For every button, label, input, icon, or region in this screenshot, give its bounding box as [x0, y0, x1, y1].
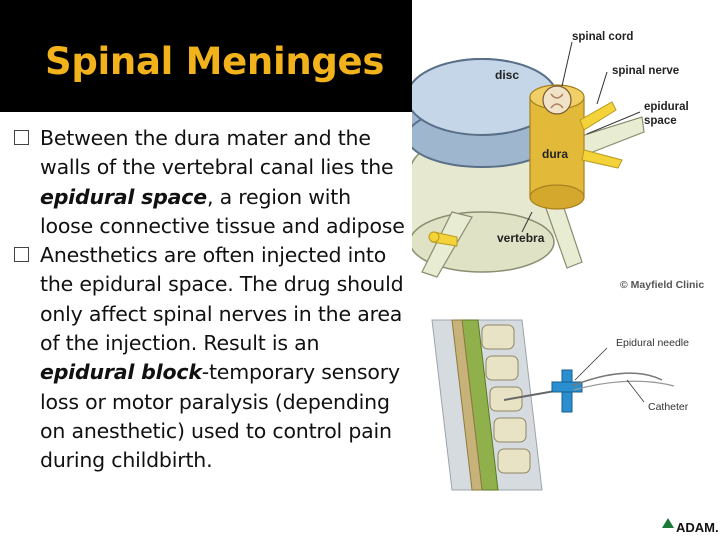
bullet-box-icon	[14, 130, 29, 145]
bullet-emphasis: epidural block	[40, 360, 202, 385]
catheter-line	[571, 372, 663, 387]
label-dura: dura	[542, 147, 568, 161]
label-credit-adam: ADAM.	[676, 520, 719, 535]
bullet-text: -temporary sensory loss or motor paralys…	[40, 360, 400, 473]
label-epidural-space: epidural space	[644, 101, 692, 127]
bullet-text: Anesthetics are often injected into the …	[40, 243, 404, 356]
title-bar	[0, 0, 412, 112]
bullet-item: Anesthetics are often injected into the …	[14, 241, 406, 475]
bullet-box-icon	[14, 247, 29, 263]
spinal-cord-shape	[542, 85, 572, 115]
label-spinal-cord: spinal cord	[572, 31, 633, 43]
label-disc: disc	[495, 68, 519, 82]
epidural-needle-diagram: Epidural needle Catheter ADAM.	[412, 300, 720, 540]
bullet-text: , a region with loose connective tissue …	[40, 184, 405, 238]
bullet-emphasis: epidural space	[40, 184, 207, 209]
slide-title: Spinal Meninges	[45, 40, 385, 83]
vertebra-diagram: spinal cord disc spinal nerve epidural s…	[406, 22, 720, 294]
bullet-list: Between the dura mater and the walls of …	[14, 124, 406, 476]
bullet-item: Between the dura mater and the walls of …	[14, 124, 406, 241]
label-vertebra: vertebra	[497, 231, 545, 245]
label-epidural-needle: Epidural needle	[616, 337, 689, 349]
label-catheter: Catheter	[648, 401, 689, 413]
epidural-illustration: Epidural needle Catheter ADAM.	[431, 319, 719, 535]
bullet-text: Between the dura mater and the walls of …	[40, 126, 394, 180]
label-credit-mayfield: © Mayfield Clinic	[620, 279, 704, 291]
label-spinal-nerve: spinal nerve	[612, 65, 679, 77]
spinal-nerve-shape	[579, 101, 617, 131]
vertebrae-stack	[481, 324, 531, 474]
adam-logo: ADAM.	[662, 518, 719, 535]
vertebra-illustration: spinal cord disc spinal nerve epidural s…	[406, 31, 704, 291]
